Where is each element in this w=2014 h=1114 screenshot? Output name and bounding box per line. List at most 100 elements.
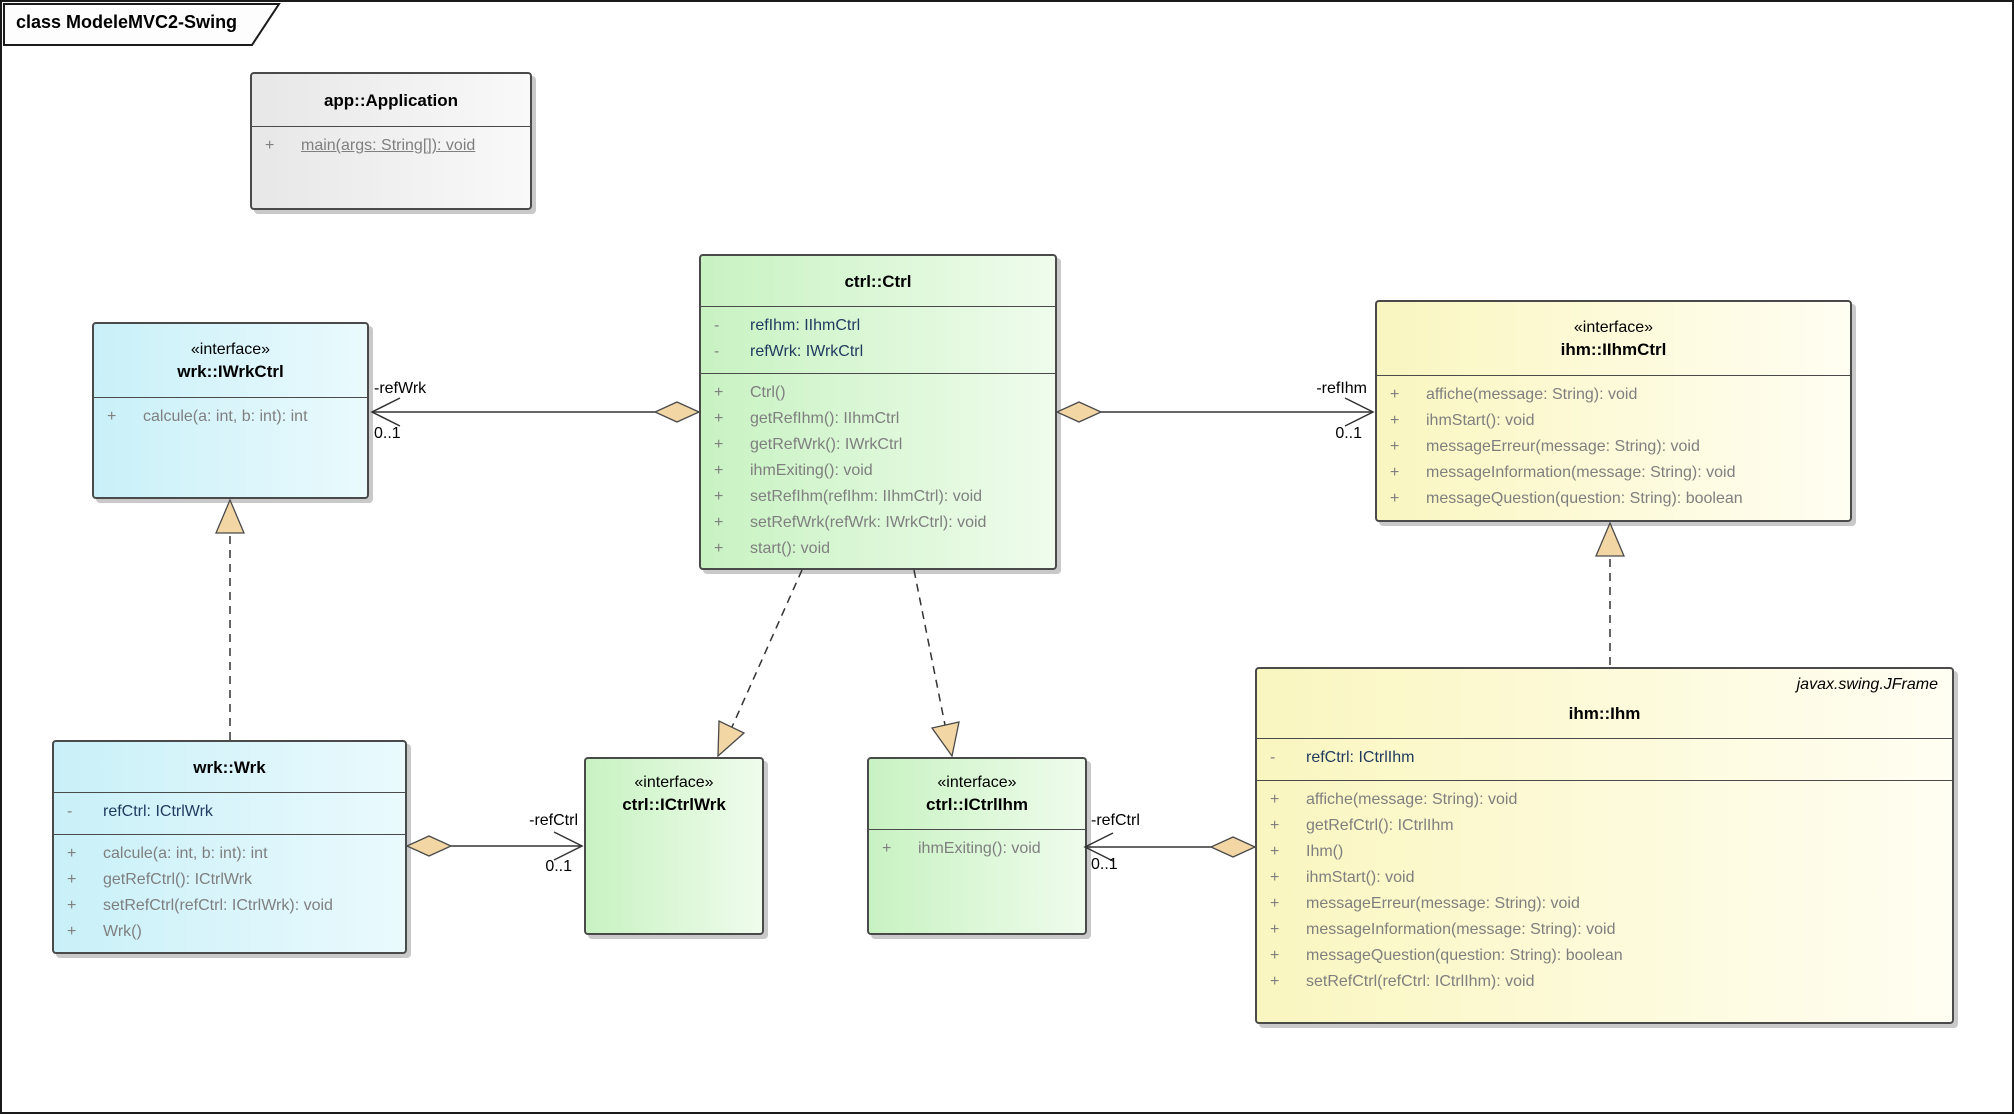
method-row: + Ctrl(): [701, 380, 1055, 406]
class-header: «interface» ctrl::ICtrlWrk: [586, 759, 762, 829]
visibility-marker: +: [714, 514, 724, 531]
realization-ctrl-ictrlihm: [913, 569, 946, 726]
method-row: +affiche(message: String): void: [1377, 382, 1850, 408]
method-text: messageQuestion(question: String): boole…: [1306, 947, 1623, 964]
method-row: +messageQuestion(question: String): bool…: [1377, 486, 1850, 512]
methods-compartment: + main(args: String[]): void: [252, 126, 530, 208]
method-row: + messageInformation(message: String): vo…: [1377, 460, 1850, 486]
method-text: ihmExiting(): void: [918, 840, 1041, 857]
method-text: ihmExiting(): void: [750, 462, 873, 479]
open-arrowhead: [553, 831, 584, 861]
class-name: ctrl::ICtrlWrk: [622, 795, 726, 814]
method-text: setRefCtrl(refCtrl: ICtrlIhm): void: [1306, 973, 1535, 990]
attribute-row: - refCtrl: ICtrlWrk: [54, 799, 405, 825]
visibility-marker: +: [107, 408, 117, 425]
class-box-wrk-iwrkctrl[interactable]: «interface» wrk::IWrkCtrl + calcule(a: in…: [92, 322, 369, 499]
method-row: +ihmStart(): void: [1377, 408, 1850, 434]
method-text: setRefWrk(refWrk: IWrkCtrl): void: [750, 514, 987, 531]
visibility-marker: +: [1270, 921, 1280, 938]
visibility-marker: -: [714, 343, 720, 360]
visibility-marker: -: [714, 317, 720, 334]
method-text: messageInformation(message: String): voi…: [1306, 921, 1616, 938]
method-text: messageErreur(message: String): void: [1306, 895, 1580, 912]
class-header: «interface» ctrl::ICtrlIhm: [869, 759, 1085, 829]
method-row: +getRefWrk(): IWrkCtrl: [701, 432, 1055, 458]
realization-arrowhead: [717, 719, 746, 758]
method-row: +calcule(a: int, b: int): int: [54, 841, 405, 867]
class-box-ihm-ihm[interactable]: javax.swing.JFrame ihm::Ihm - refCtrl: IC…: [1255, 667, 1954, 1024]
visibility-marker: +: [67, 923, 77, 940]
class-name: ctrl::ICtrlIhm: [926, 795, 1028, 814]
methods-compartment: +affiche(message: String): void +ihmStar…: [1377, 375, 1850, 520]
methods-compartment: +affiche(message: String): void +getRefC…: [1257, 780, 1952, 1022]
class-name: ihm::IIhmCtrl: [1560, 339, 1667, 359]
attribute-text: refCtrl: ICtrlWrk: [103, 803, 213, 820]
attribute-text: refCtrl: ICtrlIhm: [1306, 749, 1415, 766]
stereotype-label: «interface»: [937, 774, 1017, 791]
method-row: + messageInformation(message: String): vo…: [1257, 917, 1952, 943]
class-box-ctrl-ictrlwrk[interactable]: «interface» ctrl::ICtrlWrk: [584, 757, 764, 935]
method-row: +setRefCtrl(refCtrl: ICtrlWrk): void: [54, 893, 405, 919]
class-box-app-application[interactable]: app::Application + main(args: String[]):…: [250, 72, 532, 210]
class-header: wrk::Wrk: [54, 742, 405, 792]
stereotype-label: «interface»: [190, 340, 271, 358]
visibility-marker: +: [67, 871, 77, 888]
visibility-marker: +: [1270, 973, 1280, 990]
stereotype-label: «interface»: [1573, 318, 1654, 336]
visibility-marker: +: [67, 845, 77, 862]
aggregation-diamond: [1055, 401, 1103, 423]
class-box-ctrl-ctrl[interactable]: ctrl::Ctrl - refIhm: IIhmCtrl - refWrk: …: [699, 254, 1057, 570]
attribute-row: - refWrk: IWrkCtrl: [701, 339, 1055, 365]
methods-compartment: +calcule(a: int, b: int): int + getRefCtr…: [54, 834, 405, 952]
class-box-wrk-wrk[interactable]: wrk::Wrk - refCtrl: ICtrlWrk +calcule(a: …: [52, 740, 407, 954]
role-label-refihm: -refIhm: [1316, 380, 1367, 397]
method-row: + getRefCtrl(): ICtrlIhm: [1257, 813, 1952, 839]
visibility-marker: +: [714, 436, 724, 453]
visibility-marker: +: [1390, 464, 1400, 481]
method-row: + main(args: String[]): void: [252, 133, 530, 159]
realization-arrowhead: [1595, 521, 1625, 557]
method-row: +getRefIhm(): IIhmCtrl: [701, 406, 1055, 432]
method-text: Ctrl(): [750, 384, 786, 401]
visibility-marker: +: [1270, 843, 1280, 860]
visibility-marker: -: [1270, 749, 1276, 766]
visibility-marker: +: [714, 384, 724, 401]
method-text: getRefCtrl(): ICtrlWrk: [103, 871, 253, 888]
method-text: getRefCtrl(): ICtrlIhm: [1306, 817, 1454, 834]
visibility-marker: +: [714, 488, 724, 505]
class-name: wrk::IWrkCtrl: [177, 361, 284, 381]
visibility-marker: +: [1270, 869, 1280, 886]
aggregation-diamond: [1209, 836, 1257, 858]
method-text: getRefIhm(): IIhmCtrl: [750, 410, 900, 427]
method-text: setRefIhm(refIhm: IIhmCtrl): void: [750, 488, 983, 505]
realization-ctrl-ictrlwrk: [731, 569, 803, 728]
attribute-row: - refCtrl: ICtrlIhm: [1257, 745, 1952, 771]
method-text: messageInformation(message: String): voi…: [1426, 464, 1736, 481]
method-text: ihmStart(): void: [1426, 412, 1535, 429]
method-text: Wrk(): [103, 923, 142, 940]
visibility-marker: +: [1270, 817, 1280, 834]
method-row: +ihmStart(): void: [1257, 865, 1952, 891]
visibility-marker: +: [1390, 438, 1400, 455]
aggregation-diamond: [405, 835, 453, 857]
role-label-refctrl-ihm: -refCtrl: [1091, 812, 1140, 829]
visibility-marker: -: [67, 803, 73, 820]
class-name: ctrl::Ctrl: [844, 271, 912, 291]
class-box-ihm-iihmctrl[interactable]: «interface» ihm::IIhmCtrl +affiche(messa…: [1375, 300, 1852, 522]
methods-compartment: +Ctrl() +getRefIhm(): IIhmCtrl +getRefWr…: [701, 373, 1055, 568]
multiplicity-refihm: 0..1: [1335, 425, 1362, 442]
realization-arrowhead: [930, 721, 960, 758]
visibility-marker: +: [1270, 895, 1280, 912]
attributes-compartment: - refCtrl: ICtrlWrk: [54, 792, 405, 834]
class-header: app::Application: [252, 74, 530, 126]
class-box-ctrl-ictrlihm[interactable]: «interface» ctrl::ICtrlIhm +ihmExiting()…: [867, 757, 1087, 935]
attribute-row: - refIhm: IIhmCtrl: [701, 313, 1055, 339]
method-text: calcule(a: int, b: int): int: [143, 408, 308, 425]
class-name: app::Application: [323, 90, 459, 110]
attributes-compartment: - refCtrl: ICtrlIhm: [1257, 738, 1952, 780]
method-text: start(): void: [750, 540, 831, 557]
visibility-marker: +: [67, 897, 77, 914]
class-header: javax.swing.JFrame ihm::Ihm: [1257, 669, 1952, 738]
method-text: Ihm(): [1306, 843, 1344, 860]
